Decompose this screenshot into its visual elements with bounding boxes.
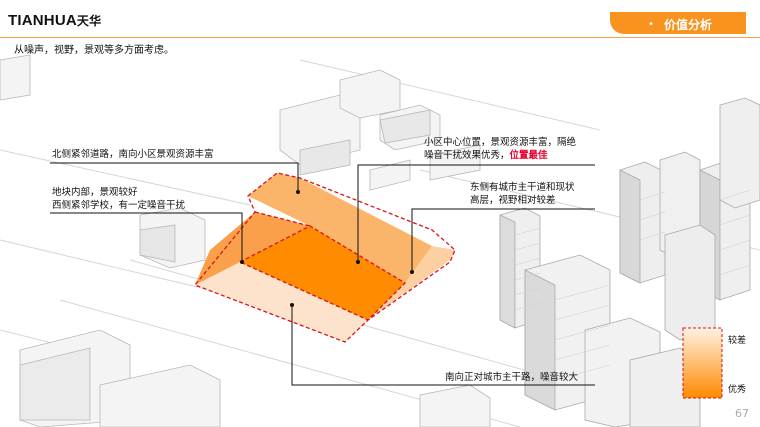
legend-bottom-label: 优秀 — [728, 382, 746, 395]
annotation-west-line2: 西侧紧邻学校，有一定噪音干扰 — [52, 199, 185, 212]
annotation-center-line2: 噪音干扰效果优秀，位置最佳 — [424, 149, 548, 162]
annotation-center-highlight: 位置最佳 — [510, 150, 548, 161]
legend-top-label: 较差 — [728, 333, 746, 346]
annotation-west-line1: 地块内部，景观较好 — [52, 186, 138, 199]
legend-gradient-bar — [683, 328, 722, 398]
annotation-east-line1: 东侧有城市主干道和现状 — [470, 181, 575, 194]
annotation-south: 南向正对城市主干路，噪音较大 — [445, 371, 578, 384]
page-number: 67 — [735, 407, 749, 420]
annotation-east-line2: 高层，视野相对较差 — [470, 194, 556, 207]
annotation-north: 北侧紧邻道路，南向小区景观资源丰富 — [52, 148, 214, 161]
site-zones — [195, 173, 455, 342]
annotation-center-line1: 小区中心位置，景观资源丰富，隔绝 — [424, 136, 576, 149]
